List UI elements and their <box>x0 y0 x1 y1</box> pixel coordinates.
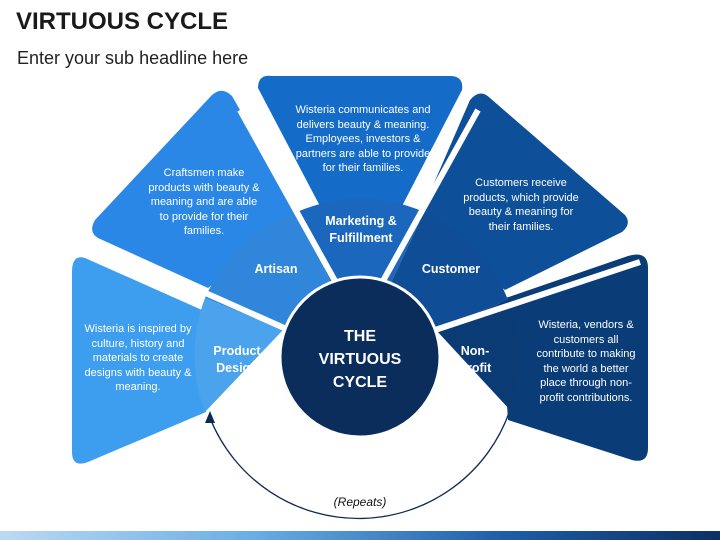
ring-non-profit <box>436 300 519 410</box>
repeats-label: (Repeats) <box>333 495 387 509</box>
center-circle <box>278 275 442 439</box>
label-product-design-line1: Product <box>213 344 261 358</box>
ring-artisan <box>205 212 332 330</box>
block-product-design <box>72 257 206 464</box>
block-artisan <box>92 90 300 288</box>
page-title: VIRTUOUS CYCLE <box>16 8 229 35</box>
desc-marketing: Wisteria communicates and delivers beaut… <box>295 104 431 174</box>
ring-product-design <box>194 298 283 412</box>
block-customer <box>418 93 628 290</box>
center-label-line2: VIRTUOUS <box>318 351 402 368</box>
desc-artisan: Craftsmen make products with beauty & me… <box>148 167 260 237</box>
center-label-line1: THE <box>344 328 376 345</box>
label-marketing: Marketing & Fulfillment <box>318 213 404 247</box>
label-customer-line1: Customer <box>421 262 481 276</box>
footer-gradient-bar <box>0 531 720 540</box>
ring-customer <box>390 212 508 330</box>
desc-non-profit: Wisteria, vendors & customers all contri… <box>536 319 636 404</box>
separators <box>181 108 641 338</box>
label-non-profit-line1: Non- <box>460 344 490 358</box>
label-marketing-line1: Marketing & <box>325 214 397 228</box>
label-artisan: Artisan <box>242 261 310 278</box>
label-product-design: Product Design <box>203 343 271 377</box>
repeat-arrow-head <box>205 411 215 423</box>
block-marketing <box>258 75 463 210</box>
label-non-profit-line2: Profit <box>458 361 492 375</box>
label-marketing-line2: Fulfillment <box>329 231 393 245</box>
desc-product-design: Wisteria is inspired by culture, history… <box>84 323 192 393</box>
label-product-design-line2: Design <box>216 361 258 375</box>
block-non-profit <box>500 254 648 461</box>
page-subtitle: Enter your sub headline here <box>17 48 249 68</box>
label-artisan-line1: Artisan <box>254 262 298 276</box>
center-label: THE VIRTUOUS CYCLE <box>300 325 420 394</box>
desc-customer: Customers receive products, which provid… <box>463 177 579 233</box>
repeat-arrow-arc <box>209 409 511 520</box>
label-non-profit: Non- Profit <box>446 343 504 377</box>
label-customer: Customer <box>414 261 488 278</box>
center-label-line3: CYCLE <box>332 374 388 391</box>
